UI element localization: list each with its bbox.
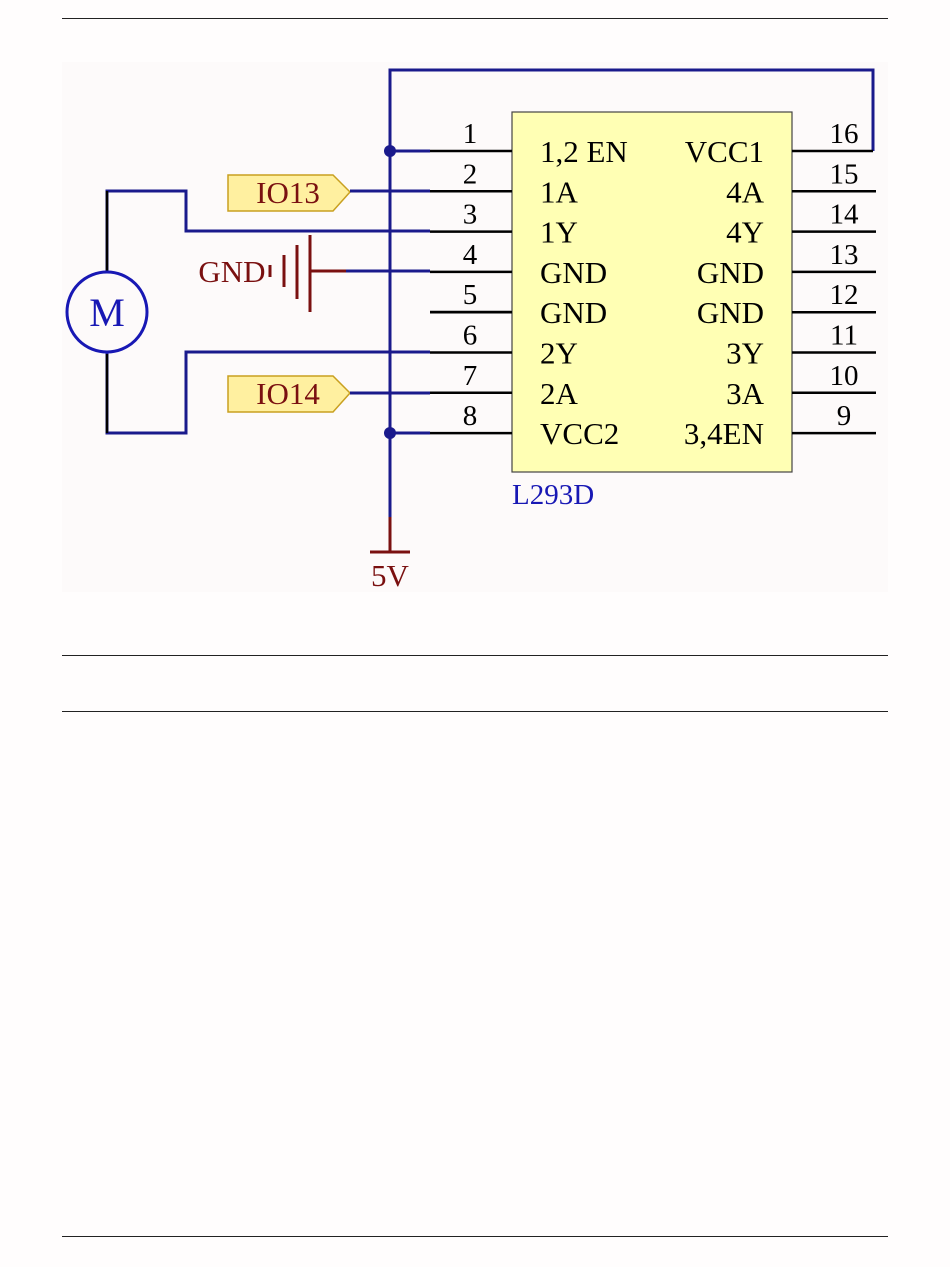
pin-number: 4: [463, 239, 478, 271]
pin-number: 11: [830, 320, 858, 352]
pin-name: 1,2 EN: [540, 134, 628, 169]
pin-number: 5: [463, 279, 478, 311]
pin-name: GND: [697, 295, 764, 330]
pin-name: 1A: [540, 174, 579, 209]
pin-name: VCC2: [540, 416, 619, 451]
caption-rule-top: [62, 655, 888, 656]
pin-name: GND: [540, 255, 607, 290]
pin-number: 9: [837, 400, 852, 432]
pin-number: 16: [830, 118, 859, 150]
pin-name: VCC1: [685, 134, 764, 169]
io14-port-label: IO14: [256, 376, 320, 411]
pin-name: 4A: [726, 174, 765, 209]
pin-name: 3,4EN: [684, 416, 764, 451]
gnd-label: GND: [198, 254, 265, 289]
power-label: 5V: [371, 558, 410, 592]
pin-number: 3: [463, 199, 478, 231]
pin-name: 1Y: [540, 215, 578, 250]
pin-name: 3Y: [726, 336, 764, 371]
pin-number: 10: [830, 360, 859, 392]
pin-name: 3A: [726, 376, 765, 411]
pin-number: 6: [463, 320, 478, 352]
pin-name: GND: [540, 295, 607, 330]
pin-number: 1: [463, 118, 478, 150]
chip-designator: L293D: [512, 479, 594, 511]
pin-number: 15: [830, 158, 859, 190]
pin-number: 14: [830, 199, 860, 231]
pin-name: 4Y: [726, 215, 764, 250]
footer-rule: [62, 1236, 888, 1237]
pin-name: 2Y: [540, 336, 578, 371]
pin-name: 2A: [540, 376, 579, 411]
junction-dot: [384, 145, 396, 157]
pin-number: 2: [463, 158, 478, 190]
pin-number: 8: [463, 400, 478, 432]
pin-number: 7: [463, 360, 478, 392]
pin-number: 12: [830, 279, 859, 311]
motor-label: M: [89, 290, 125, 335]
io13-port-label: IO13: [256, 175, 320, 210]
pin-name: GND: [697, 255, 764, 290]
pin-number: 13: [830, 239, 859, 271]
top-rule: [62, 18, 888, 19]
junction-dot: [384, 427, 396, 439]
caption-rule-bottom: [62, 711, 888, 712]
